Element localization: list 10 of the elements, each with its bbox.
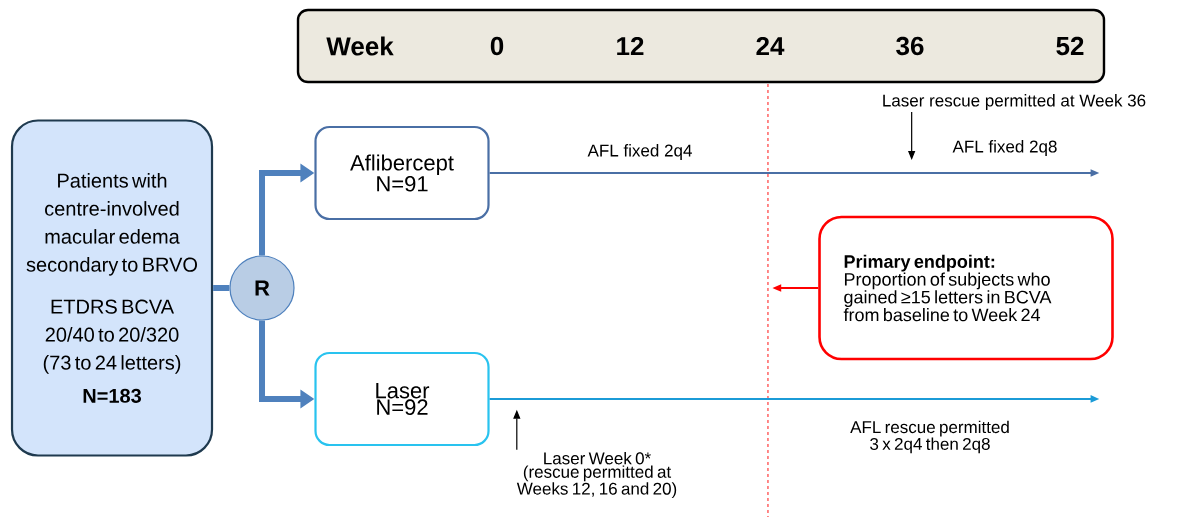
- endpoint-box: Primary endpoint: Proportion of subjects who gained ≥15 letters in BCVA from baseline to Week 24: [818, 215, 1114, 361]
- patient-box: Patients with centre-involved macular edema secondary to BRVO ETDRS BCVA 20/40 to 20/320 (73 to 24 letters) N=183: [10, 119, 214, 457]
- annotation-text: AFL fixed 2q8: [952, 140, 1057, 156]
- annotation-text: Laser Week 0* (rescue permitted at Weeks 12, 16 and 20): [516, 451, 677, 499]
- week-timeline-bar: Week 0 12 24 36 52: [296, 8, 1106, 84]
- annotation-text: Laser rescue permitted at Week 36: [883, 94, 1146, 110]
- annotation-text: AFL rescue permitted 3 x 2q4 then 2q8: [850, 420, 1009, 454]
- treatment-box: Aflibercept N=91: [314, 125, 490, 221]
- treatment-box: Laser N=92: [314, 351, 490, 447]
- edge-label: AFL fixed 2q4: [587, 144, 692, 160]
